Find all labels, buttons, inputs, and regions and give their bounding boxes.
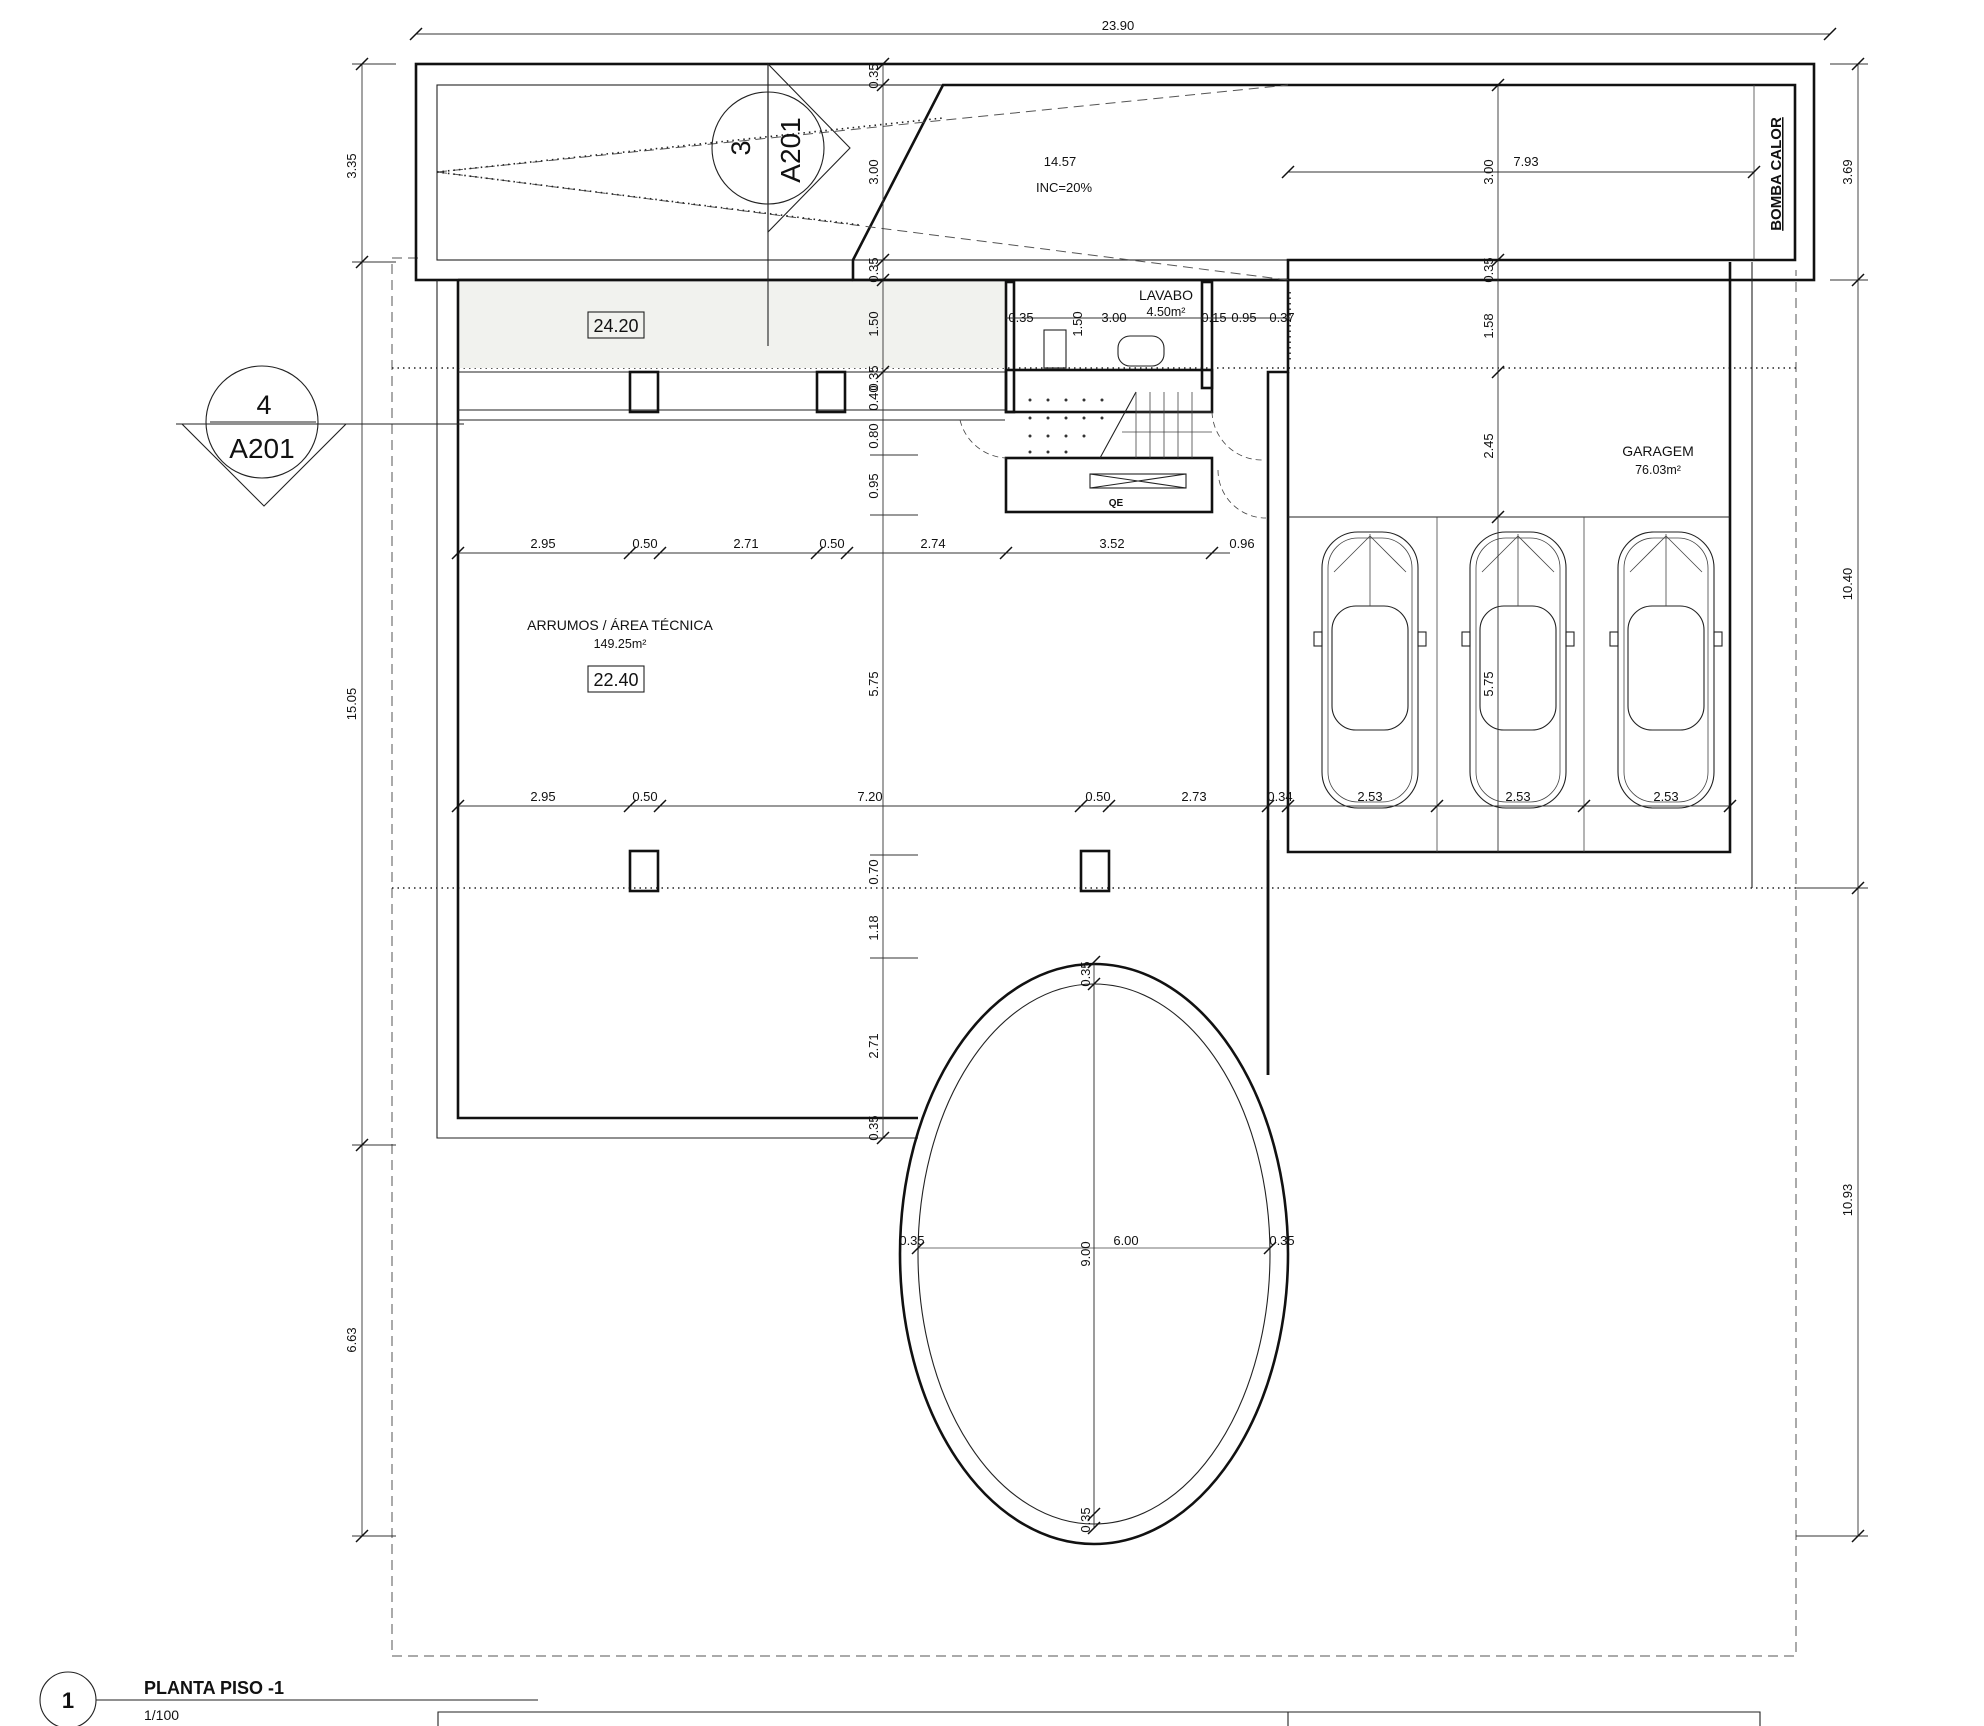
dim-wc-width: 3.00: [1101, 310, 1126, 325]
dim-overall-width: 23.90: [1102, 18, 1135, 33]
dim-pool-wall-top: 0.35: [1078, 961, 1093, 986]
dim-bay-b: 1.18: [866, 915, 881, 940]
dim-wc-w2: 0.15: [1201, 310, 1226, 325]
section-mark-4-number: 4: [256, 390, 271, 420]
dim-wc-depth: 1.50: [1070, 311, 1085, 336]
room-name-heat-pump: BOMBA CALOR: [1768, 117, 1785, 231]
room-area-garage: 76.03m²: [1635, 463, 1681, 477]
view-number: 1: [62, 1688, 74, 1713]
dim-row2-4: 2.73: [1181, 789, 1206, 804]
dim-row1-4: 2.74: [920, 536, 945, 551]
dim-row2-2: 7.20: [857, 789, 882, 804]
dim-parking-0: 2.53: [1357, 789, 1382, 804]
dim-row1-2: 2.71: [733, 536, 758, 551]
dim-ramp-wall-top: 0.35: [866, 63, 881, 88]
section-mark-3-number: 3: [726, 140, 756, 155]
room-name-garage: GARAGEM: [1622, 443, 1694, 459]
dim-pool-wall-left: 0.35: [899, 1233, 924, 1248]
dim-pool-width: 6.00: [1113, 1233, 1138, 1248]
stair-core: [959, 280, 1291, 519]
dim-wc-w4: 0.37: [1269, 310, 1294, 325]
ramp-length: 14.57: [1044, 154, 1077, 169]
dim-left-mid: 15.05: [344, 688, 359, 721]
section-mark-4: 4 A201: [176, 365, 464, 507]
dim-pool-wall-right: 0.35: [1269, 1233, 1294, 1248]
dim-stair-a: 0.40: [866, 385, 881, 410]
dim-row1-0: 2.95: [530, 536, 555, 551]
dim-row1-5: 3.52: [1099, 536, 1124, 551]
dim-right-mid: 10.40: [1840, 568, 1855, 601]
dim-ramp2-width: 3.00: [1481, 159, 1496, 184]
dim-upper-depth: 1.50: [866, 311, 881, 336]
dim-room-depth: 5.75: [866, 671, 881, 696]
room-area-storage: 149.25m²: [594, 637, 647, 651]
site-boundary: [391, 257, 1797, 1657]
level-tag-main: 22.40: [587, 665, 645, 693]
dim-left-bottom: 6.63: [344, 1327, 359, 1352]
dim-ramp2-length: 7.93: [1513, 154, 1538, 169]
dim-garage-c: 5.75: [1481, 671, 1496, 696]
dim-right-bottom: 10.93: [1840, 1184, 1855, 1217]
dim-row2-0: 2.95: [530, 789, 555, 804]
columns: [628, 370, 1111, 893]
view-scale: 1/100: [144, 1707, 179, 1723]
ramp-slope: INC=20%: [1036, 180, 1092, 195]
basement-walls: [436, 262, 1753, 1139]
room-name-wc: LAVABO: [1139, 287, 1193, 303]
dim-row1-6: 0.96: [1229, 536, 1254, 551]
view-title: PLANTA PISO -1: [144, 1678, 284, 1698]
level-main-value: 22.40: [593, 670, 638, 690]
dim-parking-2: 2.53: [1653, 789, 1678, 804]
dim-right-top: 3.69: [1840, 159, 1855, 184]
section-mark-4-sheet: A201: [229, 433, 294, 464]
ramp-enclosure: [414, 62, 1816, 282]
dim-beam: 0.35: [866, 365, 881, 390]
view-title-block: 1 PLANTA PISO -1 1/100: [39, 1671, 1761, 1726]
dim-ramp2-wall: 0.35: [1481, 257, 1496, 282]
dim-wc-w3: 0.95: [1231, 310, 1256, 325]
dim-stair-c: 0.95: [866, 473, 881, 498]
room-area-wc: 4.50m²: [1147, 305, 1186, 319]
car: [1461, 531, 1575, 809]
dim-left-top: 3.35: [344, 153, 359, 178]
dim-stair-b: 0.80: [866, 423, 881, 448]
car: [1609, 531, 1723, 809]
dim-garage-b: 2.45: [1481, 433, 1496, 458]
dim-wc-wall: 0.35: [1008, 310, 1033, 325]
dim-row2-3: 0.50: [1085, 789, 1110, 804]
dim-ramp-width: 3.00: [866, 159, 881, 184]
dim-bay-wall: 0.35: [866, 1115, 881, 1140]
dimension-lines: [352, 27, 1868, 1543]
dim-bay-c: 2.71: [866, 1033, 881, 1058]
dim-parking-1: 2.53: [1505, 789, 1530, 804]
upper-floor-area: [458, 282, 1006, 368]
dim-garage-a: 1.58: [1481, 313, 1496, 338]
dim-ramp-wall-bottom: 0.35: [866, 257, 881, 282]
dim-pool-length: 9.00: [1078, 1241, 1093, 1266]
dim-row2-1: 0.50: [632, 789, 657, 804]
electrical-panel-label: QE: [1109, 498, 1124, 509]
level-tag-upper: 24.20: [587, 311, 645, 339]
dim-bay-a: 0.70: [866, 859, 881, 884]
section-mark-3: 3 A201: [711, 62, 851, 346]
dim-pool-wall-bottom: 0.35: [1078, 1507, 1093, 1532]
dim-row1-1: 0.50: [632, 536, 657, 551]
section-mark-3-sheet: A201: [775, 117, 806, 182]
car: [1313, 531, 1427, 809]
room-name-storage: ARRUMOS / ÁREA TÉCNICA: [527, 617, 713, 633]
dim-row2-5: 0.34: [1267, 789, 1292, 804]
dim-row1-3: 0.50: [819, 536, 844, 551]
level-upper-value: 24.20: [593, 316, 638, 336]
